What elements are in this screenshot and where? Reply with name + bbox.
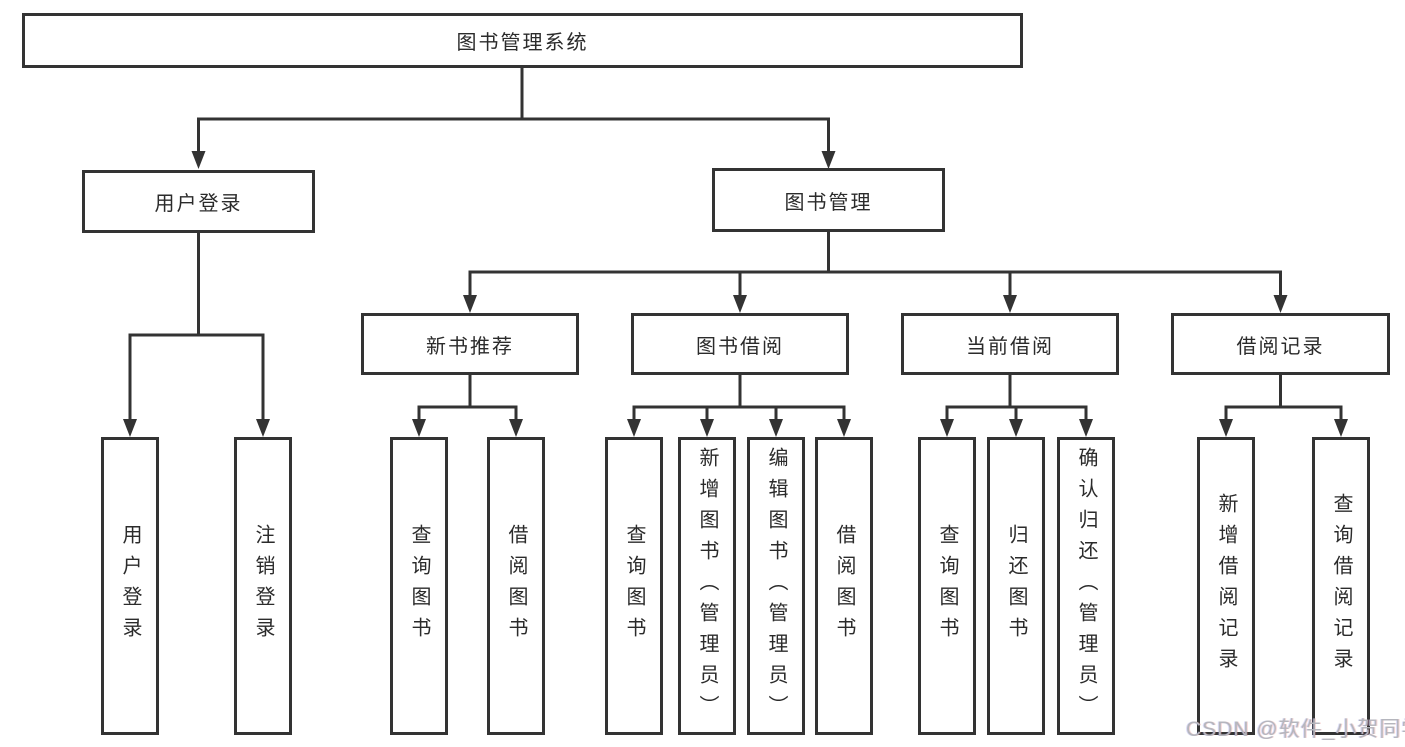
leaf-borrow-books: 借阅图书 <box>815 437 873 735</box>
node-new-book-recommend: 新书推荐 <box>361 313 579 375</box>
connector-root-to-level2 <box>191 66 836 169</box>
leaf-add-book-admin: 新增图书（管理员） <box>678 437 736 735</box>
node-book-borrow: 图书借阅 <box>631 313 849 375</box>
leaf-logout-label: 注销登录 <box>252 524 274 648</box>
leaf-edit-book-admin: 编辑图书（管理员） <box>747 437 805 735</box>
leaf-user-login: 用户登录 <box>101 437 159 735</box>
node-borrow-records: 借阅记录 <box>1171 313 1390 375</box>
leaf-query-books-recommend: 查询图书 <box>390 437 448 735</box>
node-new-book-recommend-label: 新书推荐 <box>426 335 514 358</box>
leaf-logout: 注销登录 <box>234 437 292 735</box>
leaf-add-borrow-record-label: 新增借阅记录 <box>1215 493 1237 679</box>
connector-current-borrow-to-leaves <box>940 373 1093 437</box>
node-borrow-records-label: 借阅记录 <box>1236 335 1325 358</box>
node-root-label: 图书管理系统 <box>456 32 589 54</box>
leaf-add-borrow-record: 新增借阅记录 <box>1197 437 1255 735</box>
leaf-confirm-return-admin-label: 确认归还（管理员） <box>1075 446 1097 726</box>
node-user-login-label: 用户登录 <box>154 193 243 215</box>
node-current-borrow-label: 当前借阅 <box>966 335 1054 358</box>
leaf-query-books-current-label: 查询图书 <box>936 524 958 648</box>
connector-book-management-to-level3 <box>463 230 1288 313</box>
node-book-borrow-label: 图书借阅 <box>696 335 784 358</box>
leaf-query-books-borrow: 查询图书 <box>605 437 663 735</box>
node-current-borrow: 当前借阅 <box>901 313 1119 375</box>
connector-borrow-records-to-leaves <box>1219 373 1348 437</box>
leaf-borrow-books-label: 借阅图书 <box>833 524 855 648</box>
leaf-return-book-label: 归还图书 <box>1005 524 1027 648</box>
node-book-management: 图书管理 <box>712 168 945 232</box>
leaf-confirm-return-admin: 确认归还（管理员） <box>1057 437 1115 735</box>
leaf-user-login-label: 用户登录 <box>119 524 141 648</box>
leaf-query-books-borrow-label: 查询图书 <box>623 524 645 648</box>
leaf-borrow-books-recommend: 借阅图书 <box>487 437 545 735</box>
leaf-query-books-current: 查询图书 <box>918 437 976 735</box>
connector-book-borrow-to-leaves <box>627 373 851 437</box>
leaf-query-borrow-record-label: 查询借阅记录 <box>1330 493 1352 679</box>
leaf-query-borrow-record: 查询借阅记录 <box>1312 437 1370 735</box>
node-root: 图书管理系统 <box>22 13 1023 68</box>
leaf-edit-book-admin-label: 编辑图书（管理员） <box>765 446 787 726</box>
connector-user-login-to-leaves <box>123 231 270 437</box>
watermark: CSDN @软件_小贺同学 <box>1186 718 1405 741</box>
leaf-borrow-books-recommend-label: 借阅图书 <box>505 524 527 648</box>
leaf-query-books-recommend-label: 查询图书 <box>408 524 430 648</box>
node-user-login: 用户登录 <box>82 170 315 233</box>
leaf-add-book-admin-label: 新增图书（管理员） <box>696 446 718 726</box>
node-book-management-label: 图书管理 <box>784 191 873 214</box>
leaf-return-book: 归还图书 <box>987 437 1045 735</box>
connector-new-book-recommend-to-leaves <box>412 373 523 437</box>
